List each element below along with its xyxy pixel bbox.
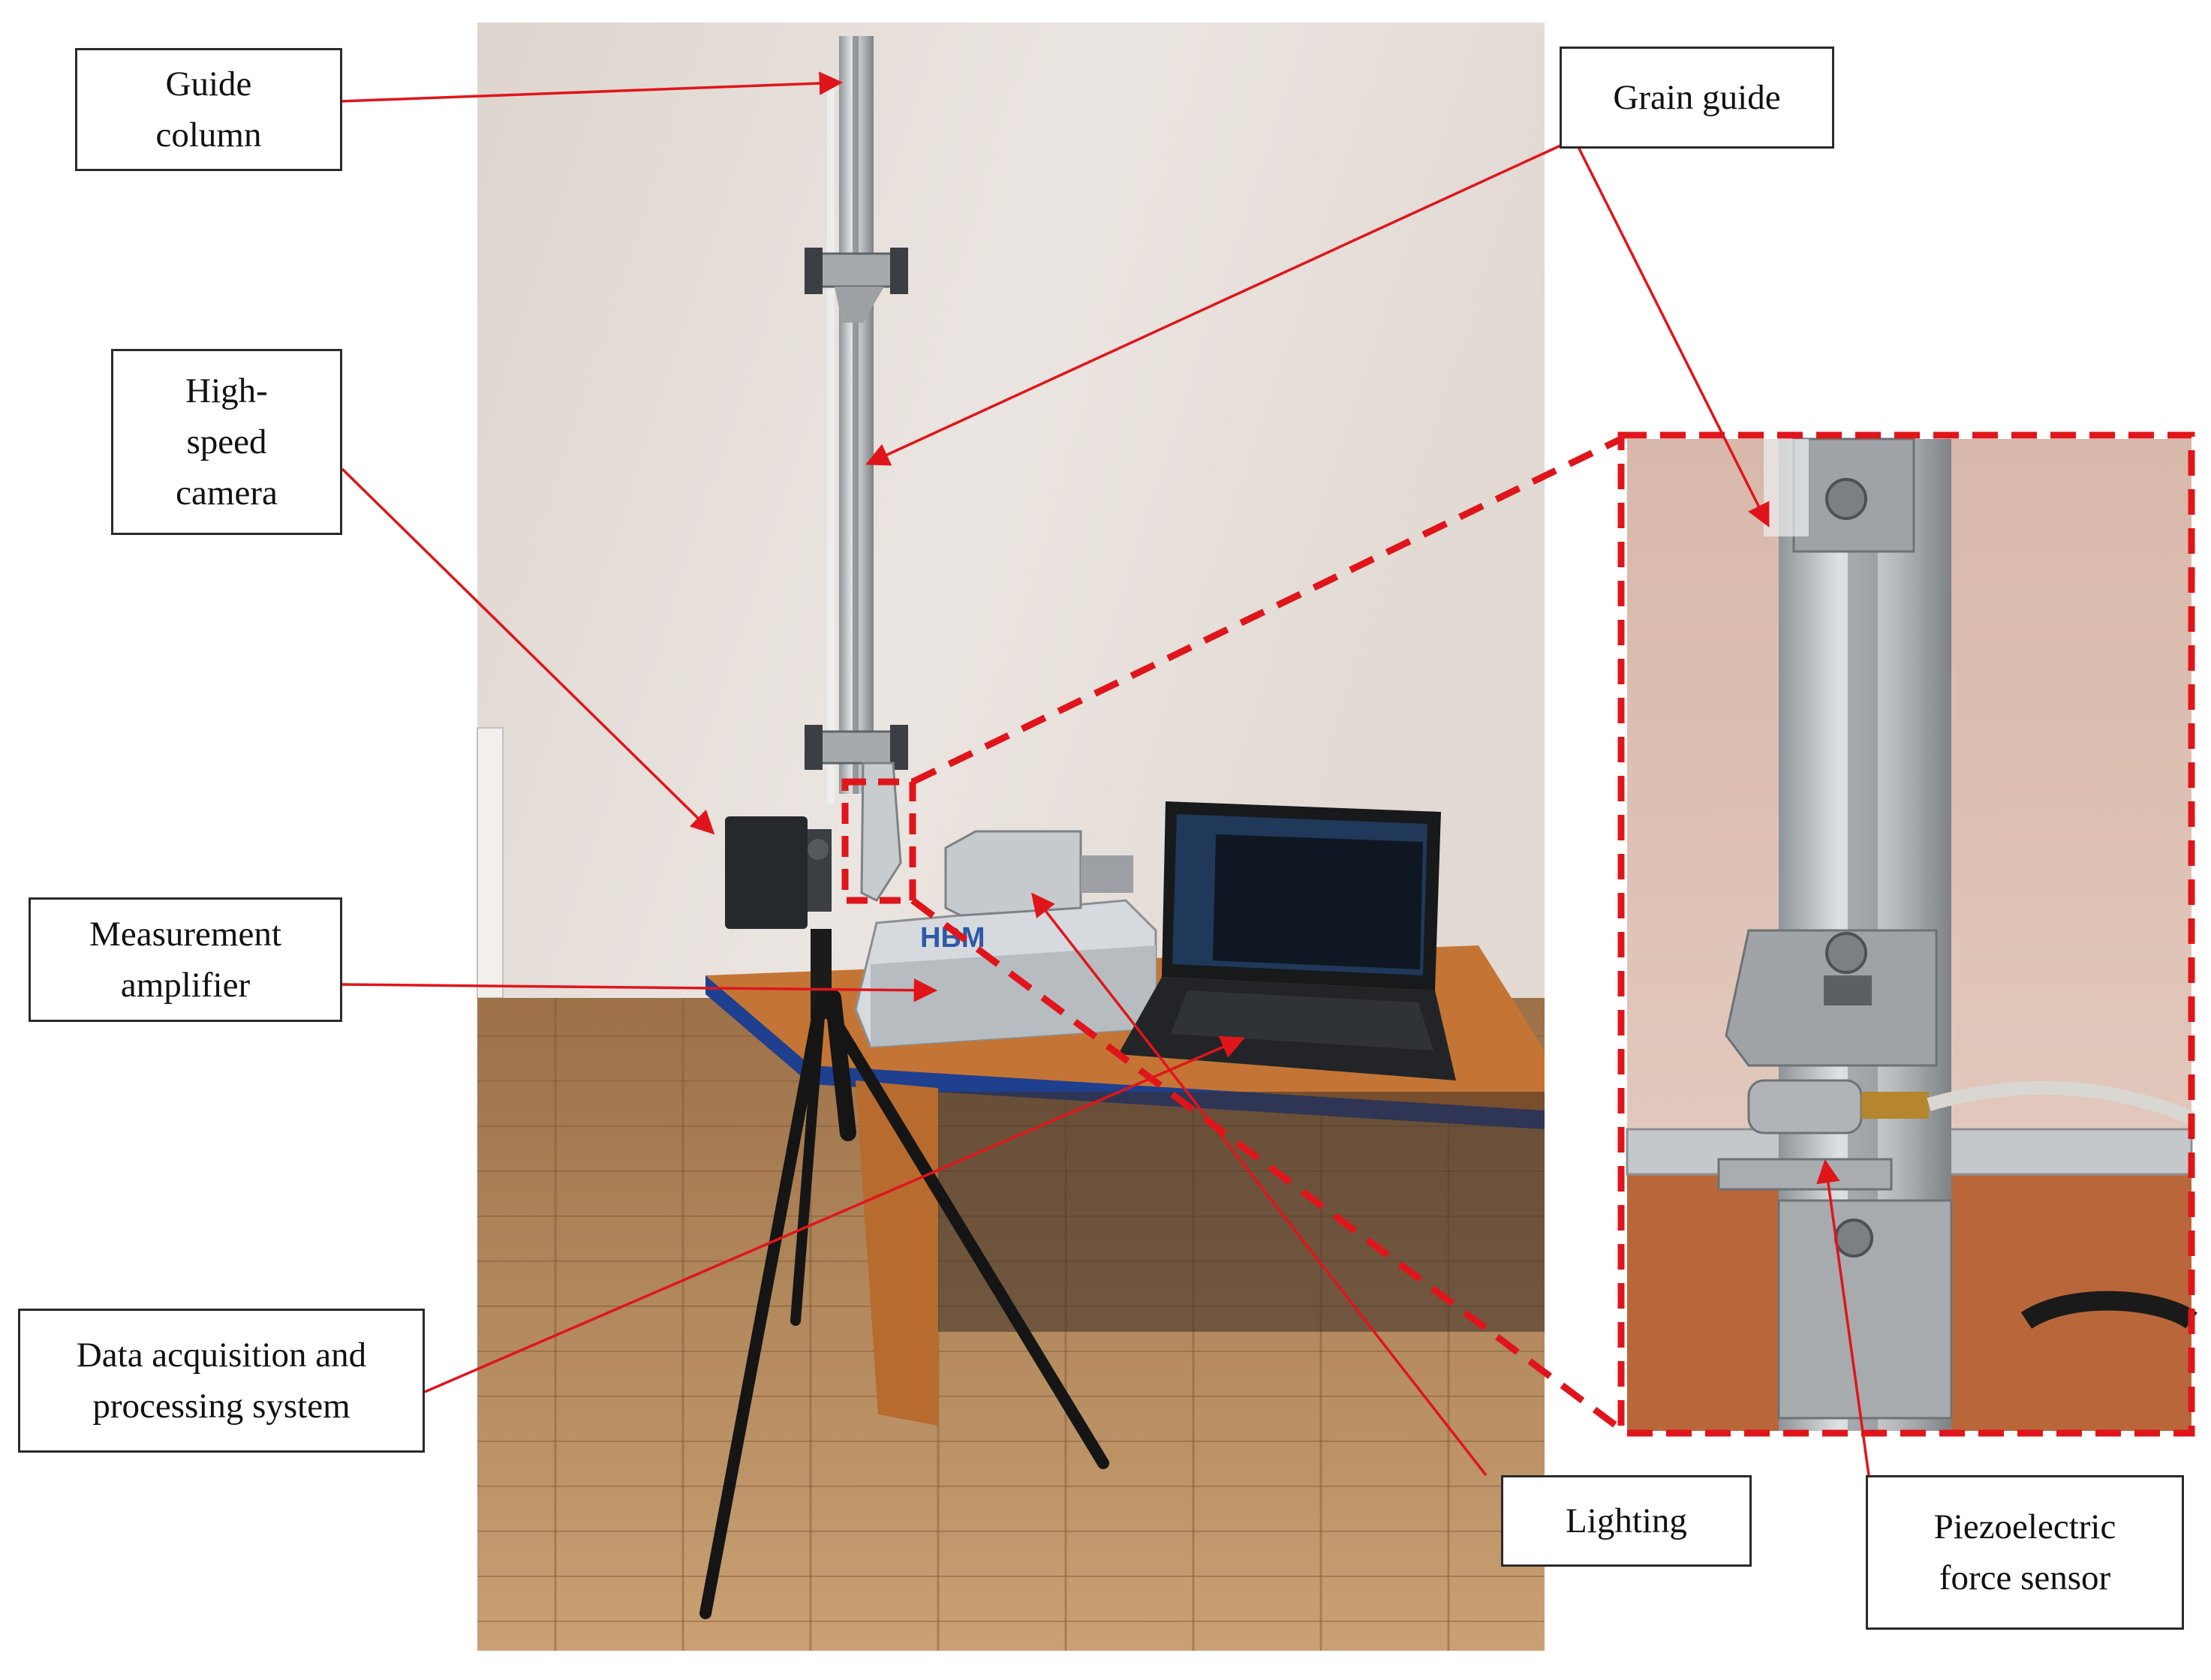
label-measurement-amplifier: Measurement amplifier [29,897,342,1022]
arrow-piezoelectric-sensor [1816,1159,1870,1476]
label-grain-guide-text: Grain guide [1613,77,1781,117]
arrow-grain-guide [865,141,1568,466]
amplifier: HBM [854,899,1157,1048]
label-piezoelectric-sensor-text: Piezoelectric force sensor [1933,1507,2116,1597]
zoom-lines [910,435,1623,1432]
inset-frame [1617,431,2195,1437]
main-photo: HBM [477,23,1545,1651]
laptop [1118,801,1456,1080]
label-grain-guide: Grain guide [1560,47,1834,149]
lower-bracket [805,725,908,770]
tripod [699,929,1109,1619]
camera [725,816,832,929]
pointer-arrows [340,71,1870,1477]
label-guide-column: Guide column [75,48,342,171]
arrow-measurement-amplifier [341,978,938,1002]
inset-upper-bracket [1764,437,1915,553]
label-measurement-amplifier-text: Measurement amplifier [89,914,281,1005]
inset-photo [1617,431,2197,1437]
zoom-line-top [911,435,1623,786]
label-guide-column-text: Guide column [155,64,262,155]
wall-trim [477,727,504,999]
zoom-region-marker [841,778,916,904]
label-lighting: Lighting [1501,1475,1752,1567]
inset-lower-bracket [1725,929,1938,1067]
label-data-acquisition: Data acquisition and processing system [18,1309,425,1453]
arrow-grain-guide-inset [1575,142,1770,527]
arrow-guide-column [340,71,844,103]
label-piezoelectric-sensor: Piezoelectric force sensor [1866,1475,2184,1630]
label-data-acquisition-text: Data acquisition and processing system [76,1335,367,1426]
inset-base-bracket [1777,1199,2197,1420]
arrow-lighting [1031,892,1488,1477]
force-sensor [1717,1079,2194,1191]
upper-bracket [805,248,908,323]
arrow-data-acquisition [424,1035,1245,1393]
label-high-speed-camera: High- speed camera [111,349,342,535]
guide-column-rail [805,36,908,902]
arrow-high-speed-camera [341,467,715,835]
label-lighting-text: Lighting [1566,1501,1687,1540]
zoom-line-bottom [910,897,1623,1432]
label-high-speed-camera-text: High- speed camera [176,371,278,513]
